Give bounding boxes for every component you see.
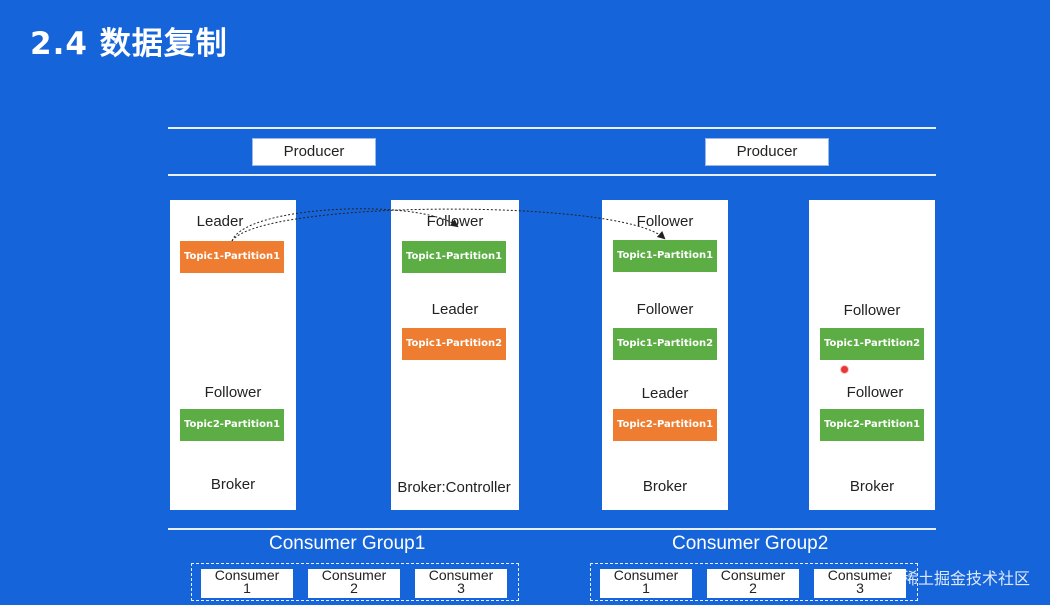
role-label: Leader — [431, 301, 479, 318]
broker-label: Broker:Controller — [397, 479, 511, 496]
consumer-group-1-title: Consumer Group1 — [269, 533, 426, 554]
consumer-number: 2 — [749, 580, 757, 596]
role-label: Leader — [641, 385, 689, 402]
consumer-label: Consumer — [720, 569, 786, 583]
partition-topic2-partition1-follower: Topic2-Partition1 — [820, 409, 924, 441]
producer-box-1: Producer — [252, 138, 376, 166]
broker-3: Follower Topic1-Partition1 Follower Topi… — [602, 200, 728, 510]
role-label: Follower — [204, 384, 262, 401]
broker-1: Leader Topic1-Partition1 Follower Topic2… — [170, 200, 296, 510]
consumer-number: 3 — [457, 580, 465, 596]
consumer-label: Consumer — [321, 569, 387, 583]
role-label: Leader — [196, 213, 244, 230]
consumer-number: 1 — [243, 580, 251, 596]
broker-label: Broker — [849, 478, 895, 495]
watermark: @稀土掘金技术社区 — [885, 569, 1030, 588]
partition-topic1-partition2-follower: Topic1-Partition2 — [820, 328, 924, 360]
cursor-indicator — [840, 365, 849, 374]
producer-box-2: Producer — [705, 138, 829, 166]
divider-top — [168, 127, 936, 129]
consumer-number: 1 — [642, 580, 650, 596]
partition-topic1-partition1-follower: Topic1-Partition1 — [402, 241, 506, 273]
partition-topic2-partition1-leader: Topic2-Partition1 — [613, 409, 717, 441]
consumer-label: Consumer — [827, 569, 893, 583]
broker-2-controller: Follower Topic1-Partition1 Leader Topic1… — [391, 200, 519, 510]
broker-label: Broker — [642, 478, 688, 495]
consumer-label: Consumer — [613, 569, 679, 583]
role-label: Follower — [843, 302, 901, 319]
role-label: Follower — [636, 301, 694, 318]
broker-4: Follower Topic1-Partition2 Follower Topi… — [809, 200, 935, 510]
consumer-number: 3 — [856, 580, 864, 596]
replication-arrow-to-broker-3 — [231, 208, 666, 242]
consumer-group-2-title: Consumer Group2 — [672, 533, 829, 554]
partition-topic1-partition2-follower: Topic1-Partition2 — [613, 328, 717, 360]
broker-label: Broker — [210, 476, 256, 493]
partition-topic1-partition1-leader: Topic1-Partition1 — [180, 241, 284, 273]
page-title: 2.4 数据复制 — [30, 26, 228, 62]
consumer-label: Consumer — [428, 569, 494, 583]
divider-producers — [168, 174, 936, 176]
role-label: Follower — [846, 384, 904, 401]
divider-consumers — [168, 528, 936, 530]
consumer-number: 2 — [350, 580, 358, 596]
role-label: Follower — [636, 213, 694, 230]
partition-topic1-partition2-leader: Topic1-Partition2 — [402, 328, 506, 360]
partition-topic1-partition1-follower: Topic1-Partition1 — [613, 240, 717, 272]
consumer-label: Consumer — [214, 569, 280, 583]
replication-arrow-to-broker-2 — [231, 208, 459, 242]
partition-topic2-partition1-follower: Topic2-Partition1 — [180, 409, 284, 441]
